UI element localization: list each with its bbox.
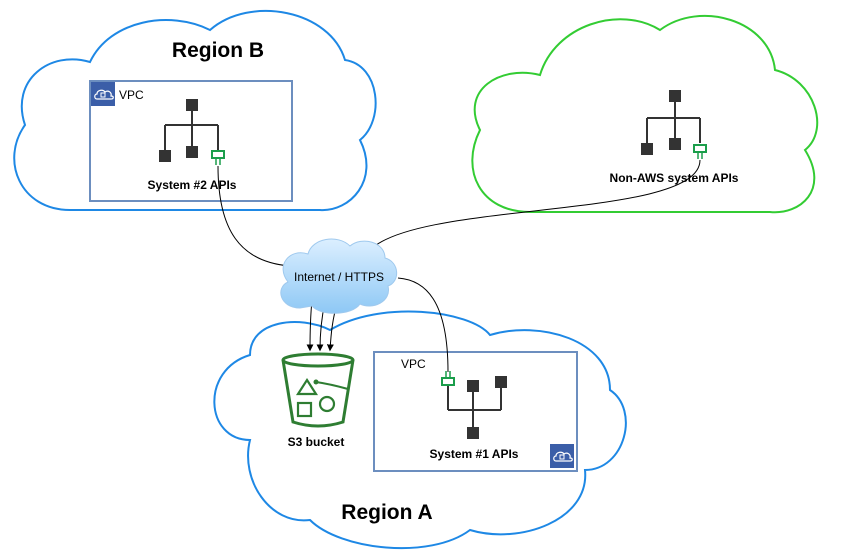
region-a-title: Region A bbox=[341, 501, 432, 524]
nonaws-hierarchy-icon bbox=[641, 90, 707, 159]
system1-label: System #1 APIs bbox=[430, 447, 519, 461]
vpc-b-label: VPC bbox=[119, 88, 144, 102]
region-a-cloud: Region A bbox=[213, 310, 627, 550]
vpc-cloud-lock-icon bbox=[91, 82, 115, 106]
nonaws-endpoint-icon bbox=[693, 144, 707, 159]
vpc-a: VPC System #1 APIs bbox=[373, 351, 578, 472]
nonaws-label: Non-AWS system APIs bbox=[610, 171, 739, 185]
region-b-title: Region B bbox=[172, 39, 264, 62]
connector-system2-internet bbox=[217, 165, 291, 267]
non-aws-cloud: Non-AWS system APIs bbox=[471, 15, 819, 214]
connector-system1-internet bbox=[397, 277, 449, 373]
system2-label: System #2 APIs bbox=[148, 178, 237, 192]
internet-label: Internet / HTTPS bbox=[294, 270, 384, 284]
system2-hierarchy-icon bbox=[159, 99, 225, 165]
system2-endpoint-icon bbox=[211, 150, 225, 165]
system1-endpoint-icon bbox=[441, 371, 455, 386]
system1-hierarchy-icon bbox=[441, 371, 507, 439]
vpc-cloud-lock-icon bbox=[550, 444, 574, 468]
vpc-a-label: VPC bbox=[401, 357, 426, 371]
s3-label: S3 bucket bbox=[288, 435, 345, 449]
connector-nonaws-internet bbox=[369, 159, 701, 251]
s3-bucket-icon bbox=[281, 352, 355, 428]
internet-cloud: Internet / HTTPS bbox=[280, 238, 398, 314]
vpc-b: VPC System #2 APIs bbox=[89, 80, 293, 202]
